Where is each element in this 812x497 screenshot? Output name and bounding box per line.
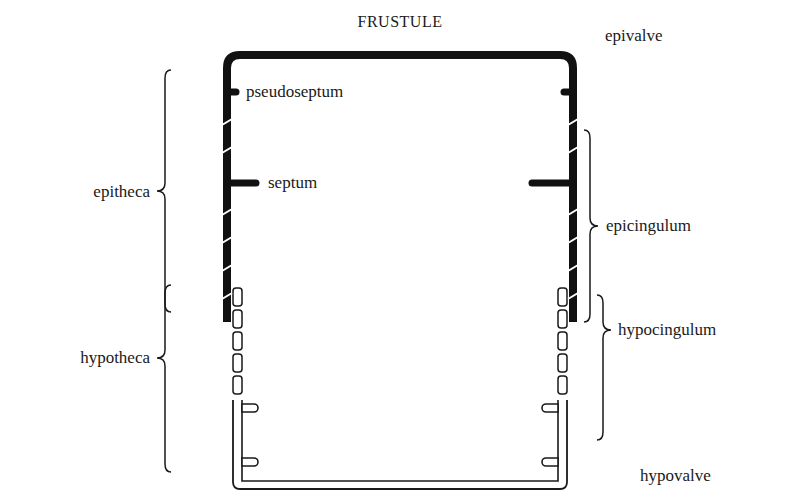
band-gap (222, 119, 232, 125)
girdle-bands (233, 288, 567, 394)
band-gap (568, 119, 578, 125)
part-label: pseudoseptum (246, 83, 343, 102)
band-gap (568, 237, 578, 243)
band-gap (222, 293, 232, 299)
band-gap (222, 147, 232, 153)
brace (584, 130, 598, 322)
part-label: hypocingulum (618, 321, 716, 340)
part-label: hypovalve (640, 467, 711, 486)
brace (157, 70, 171, 312)
girdle-band (558, 354, 567, 372)
hypovalve-tab (542, 458, 558, 466)
band-gap (222, 237, 232, 243)
brace (157, 285, 171, 472)
brace (597, 295, 611, 440)
part-label: hypotheca (80, 349, 150, 368)
band-gap (568, 147, 578, 153)
hypocingulum-tab (542, 404, 558, 412)
hypovalve-tab (242, 458, 258, 466)
girdle-band (558, 376, 567, 394)
band-gap (222, 265, 232, 271)
girdle-band (558, 288, 567, 306)
band-gap (222, 209, 232, 215)
diagram-title: FRUSTULE (358, 13, 443, 31)
part-label: epicingulum (606, 217, 691, 236)
band-gaps (222, 119, 578, 299)
girdle-band (558, 332, 567, 350)
septum-left (227, 180, 256, 187)
girdle-band (558, 310, 567, 328)
girdle-band (233, 332, 242, 350)
girdle-band (233, 288, 242, 306)
hypovalve-inner (242, 400, 558, 481)
girdle-band (233, 310, 242, 328)
septum-right (532, 180, 573, 187)
pseudoseptum-right (564, 89, 573, 96)
hypocingulum-tab (242, 404, 258, 412)
epitheca-drawing (227, 55, 573, 322)
band-gap (568, 293, 578, 299)
epivalve-wall (227, 55, 573, 322)
part-label: epitheca (93, 183, 150, 202)
hypovalve-outer (233, 400, 567, 489)
braces (157, 70, 611, 472)
girdle-band (233, 354, 242, 372)
band-gap (568, 265, 578, 271)
band-gap (568, 209, 578, 215)
part-label: septum (268, 174, 317, 193)
girdle-band (233, 376, 242, 394)
pseudoseptum-left (227, 89, 236, 96)
part-label: epivalve (605, 27, 663, 46)
hypotheca-drawing (233, 400, 567, 489)
